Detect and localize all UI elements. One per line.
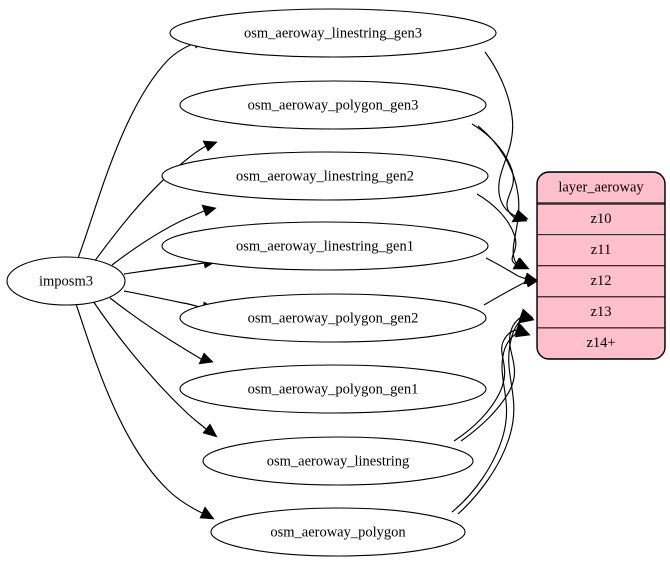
node-osm-aeroway-linestring-gen2[interactable]: osm_aeroway_linestring_gen2 xyxy=(161,151,489,201)
table-row-z14plus-label: z14+ xyxy=(586,335,615,351)
node-osm-aeroway-linestring-gen1-label: osm_aeroway_linestring_gen1 xyxy=(236,238,414,254)
table-row-z10-cell[interactable] xyxy=(537,202,665,236)
table-row-z12-cell[interactable] xyxy=(537,265,665,298)
table-header-label: layer_aeroway xyxy=(558,179,644,195)
node-osm-aeroway-polygon[interactable]: osm_aeroway_polygon xyxy=(210,507,466,557)
node-osm-aeroway-linestring-label: osm_aeroway_linestring xyxy=(267,453,410,469)
node-osm-aeroway-linestring[interactable]: osm_aeroway_linestring xyxy=(202,436,474,486)
table-border xyxy=(536,171,666,360)
node-osm-aeroway-polygon-gen1-label: osm_aeroway_polygon_gen1 xyxy=(248,381,419,397)
node-osm-aeroway-linestring-gen2-label: osm_aeroway_linestring_gen2 xyxy=(236,168,414,184)
node-osm-aeroway-polygon-label: osm_aeroway_polygon xyxy=(270,524,406,540)
node-osm-aeroway-polygon-gen1[interactable]: osm_aeroway_polygon_gen1 xyxy=(179,364,487,414)
table-row-z12-label: z12 xyxy=(591,273,612,289)
edge-imposm3-to-linestring xyxy=(92,300,218,438)
node-imposm3[interactable]: imposm3 xyxy=(6,256,126,306)
node-osm-aeroway-polygon-gen3[interactable]: osm_aeroway_polygon_gen3 xyxy=(179,80,487,130)
node-osm-aeroway-linestring-gen1[interactable]: osm_aeroway_linestring_gen1 xyxy=(161,221,489,271)
edge-group-to-layer-table xyxy=(451,51,540,515)
node-osm-aeroway-linestring-gen3-label: osm_aeroway_linestring_gen3 xyxy=(244,25,422,41)
edge-polygon-to-z13 xyxy=(457,309,535,515)
edge-polygon-gen2-to-z12 xyxy=(483,276,540,306)
edge-linestring-gen3-to-z10 xyxy=(484,51,529,222)
node-imposm3-label: imposm3 xyxy=(39,273,93,289)
edge-imposm3-to-polygon xyxy=(75,303,215,520)
node-layer-aeroway-table[interactable]: layer_aeroway z10 z11 z12 z13 z14+ xyxy=(536,171,666,360)
table-row-z11-label: z11 xyxy=(591,242,611,258)
node-osm-aeroway-polygon-gen2[interactable]: osm_aeroway_polygon_gen2 xyxy=(179,293,487,343)
node-osm-aeroway-polygon-gen2-label: osm_aeroway_polygon_gen2 xyxy=(248,310,419,326)
table-row-z10-label: z10 xyxy=(591,211,612,227)
node-osm-aeroway-linestring-gen3[interactable]: osm_aeroway_linestring_gen3 xyxy=(169,8,497,58)
node-osm-aeroway-polygon-gen3-label: osm_aeroway_polygon_gen3 xyxy=(248,97,419,113)
edge-imposm3-to-polygon-gen1 xyxy=(109,297,214,365)
edge-imposm3-to-linestring-gen3 xyxy=(77,37,207,259)
edge-polygon-gen3-alt-to-z11 xyxy=(477,125,530,270)
table-row-z13-label: z13 xyxy=(591,304,612,320)
edge-polygon-to-z14plus xyxy=(451,324,531,513)
edge-imposm3-to-linestring-gen2 xyxy=(111,204,217,266)
